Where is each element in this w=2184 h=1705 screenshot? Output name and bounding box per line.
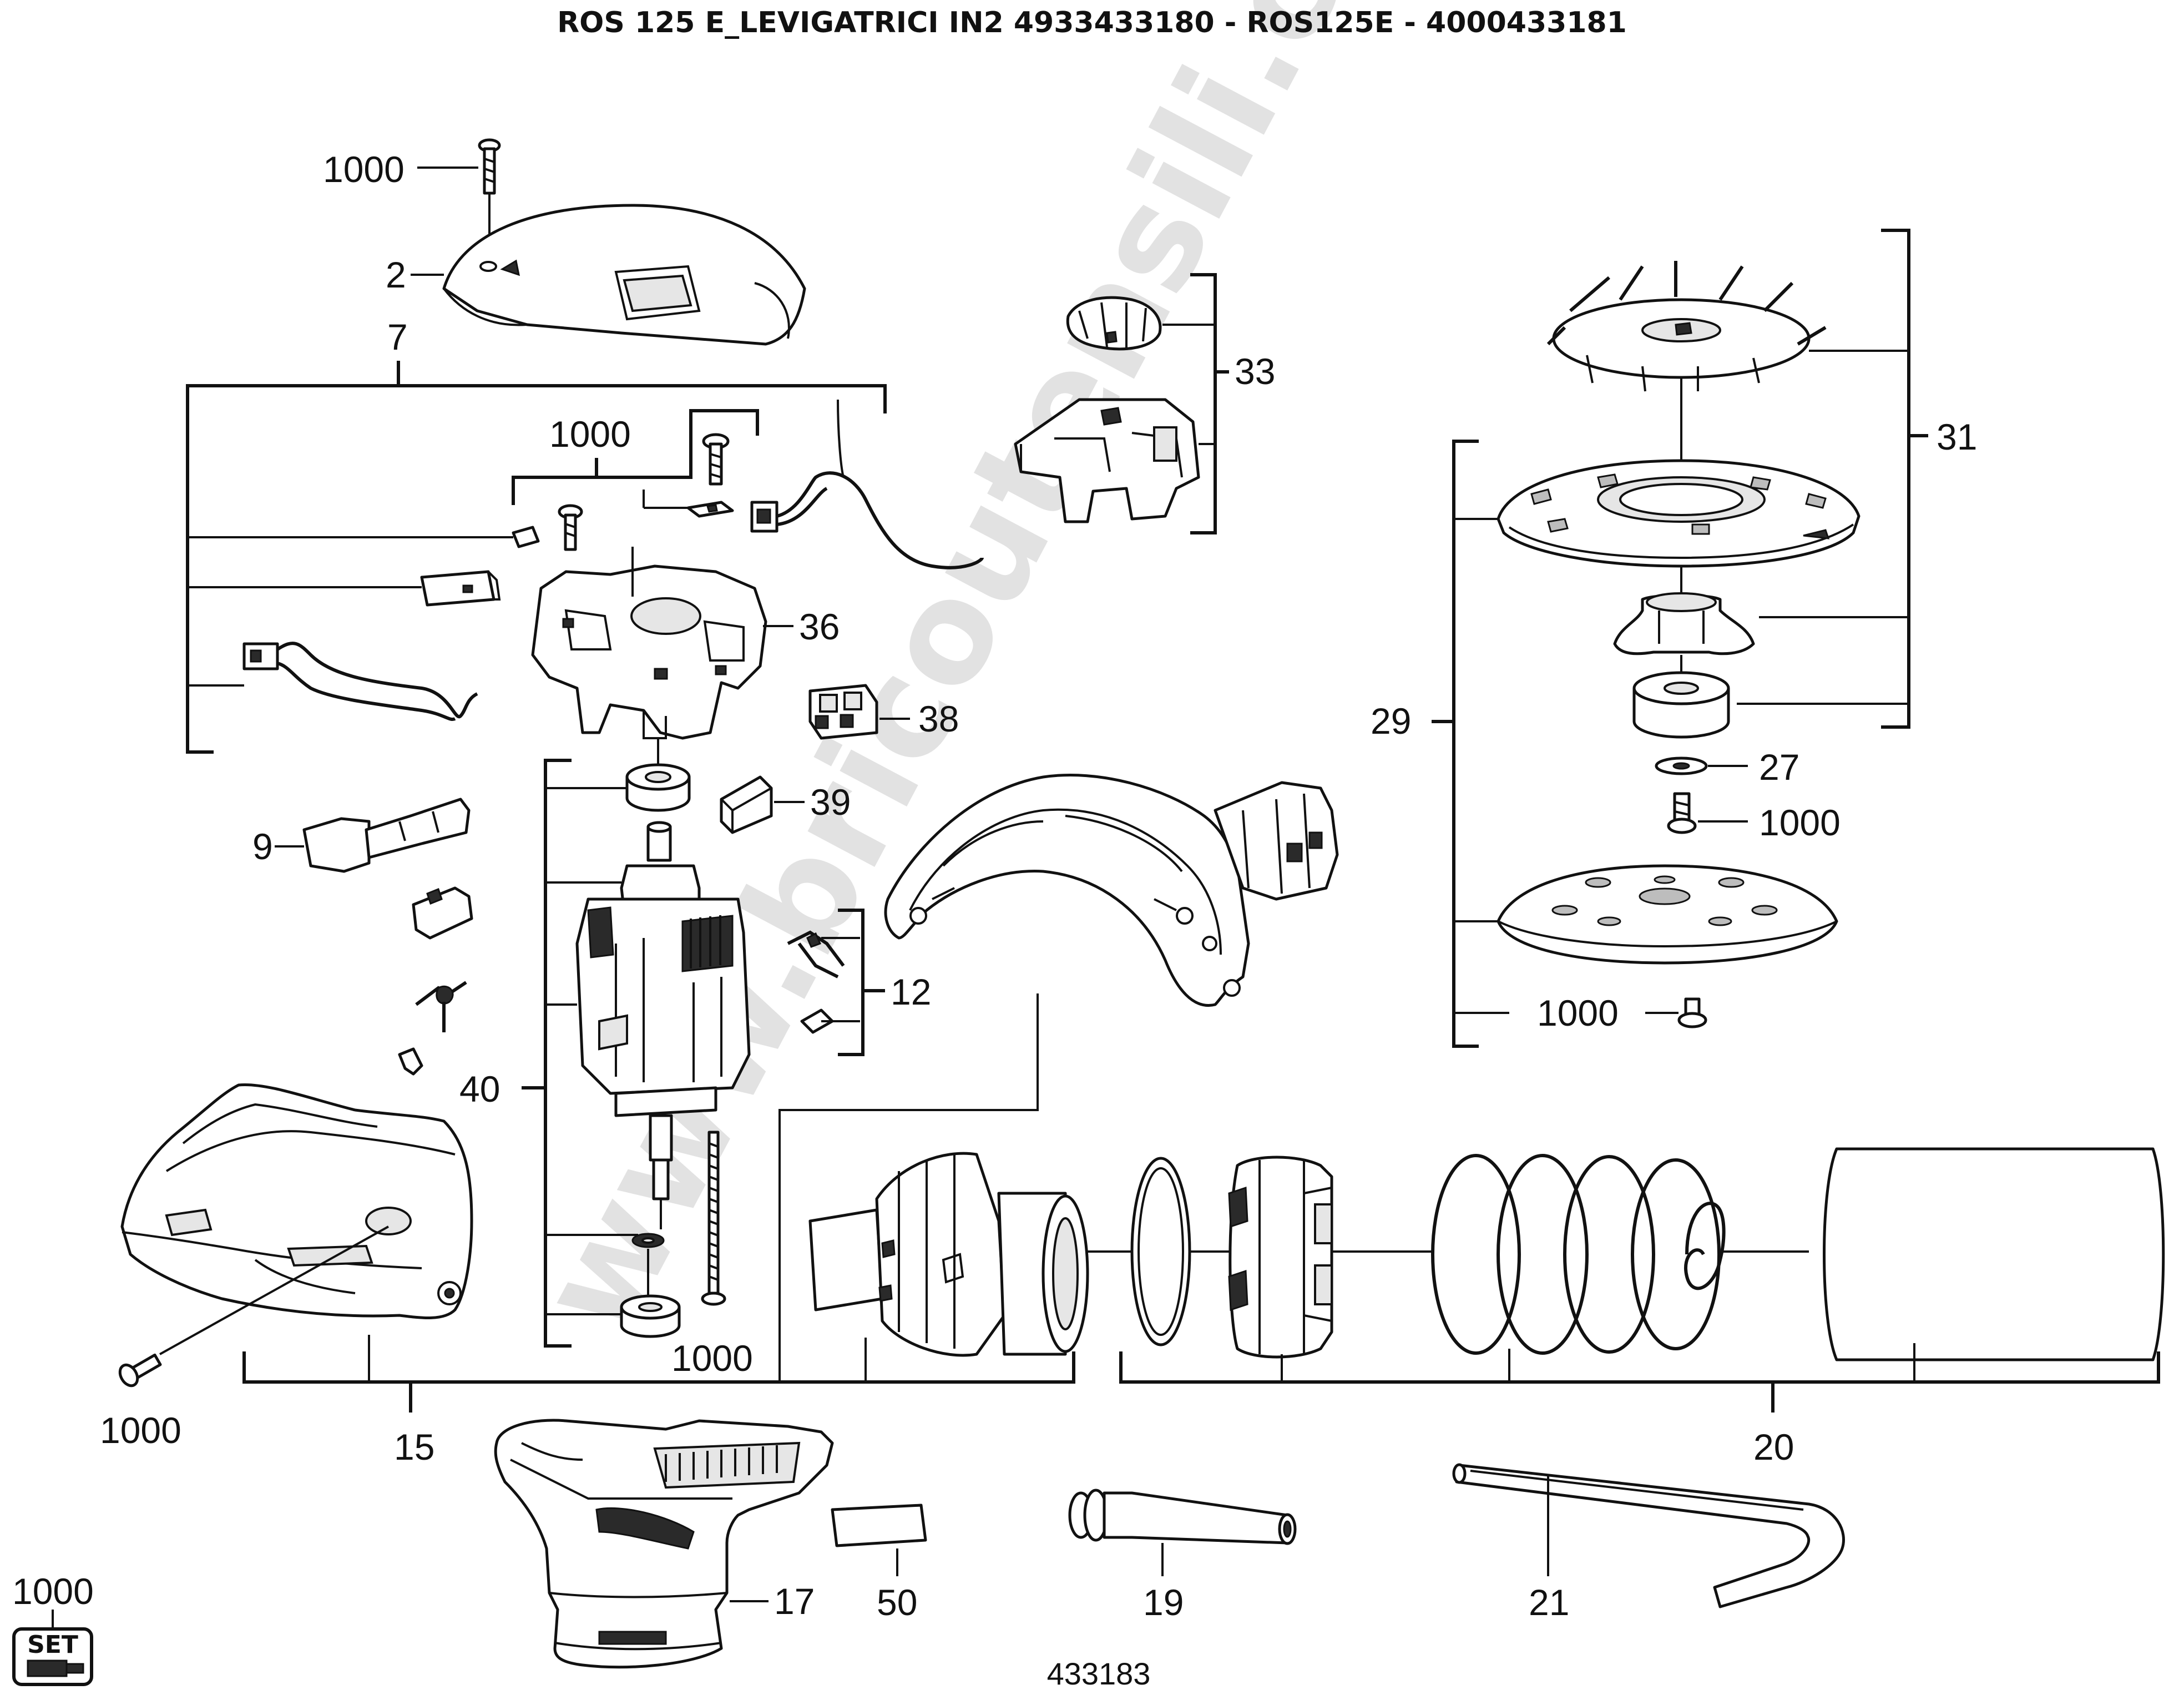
part-filter-collar bbox=[1228, 1156, 1333, 1359]
callout-12: 12 bbox=[891, 971, 931, 1012]
part-bearing-pad bbox=[1632, 671, 1730, 739]
part-bearing-upper bbox=[625, 763, 691, 812]
bracket-31 bbox=[1881, 229, 1910, 729]
document-code: 433183 bbox=[1047, 1656, 1151, 1691]
part-dust-port bbox=[808, 1152, 1089, 1357]
bracket-7 bbox=[186, 384, 887, 754]
part-spring-left bbox=[415, 981, 467, 1032]
part-screw-pad bbox=[1667, 792, 1697, 834]
part-brush-spring-clip bbox=[643, 490, 734, 518]
bracket-12 bbox=[838, 909, 865, 1056]
callout-19: 19 bbox=[1143, 1582, 1184, 1623]
part-screw-front-housing bbox=[118, 1225, 389, 1388]
callout-21: 21 bbox=[1529, 1582, 1569, 1623]
part-brush-39 bbox=[720, 775, 773, 834]
part-wire-lead-left bbox=[188, 642, 478, 721]
part-screw-switch-a bbox=[702, 433, 730, 486]
callout-39: 39 bbox=[810, 781, 851, 823]
part-screw-pad-bottom bbox=[1677, 997, 1707, 1028]
part-bearing-lower bbox=[620, 1294, 681, 1338]
set-badge-label: SET bbox=[27, 1631, 78, 1659]
part-switch-9 bbox=[302, 798, 471, 873]
callout-1000-housing: 1000 bbox=[100, 1410, 181, 1451]
callout-9: 9 bbox=[252, 826, 273, 867]
bracket-1000-brush bbox=[512, 409, 759, 505]
part-adapter-19 bbox=[1068, 1489, 1297, 1545]
part-filter-cartridge bbox=[1823, 1147, 2165, 1361]
part-front-housing bbox=[120, 1083, 473, 1319]
part-hex-key-21 bbox=[1452, 1463, 1845, 1608]
set-badge-number: 1000 bbox=[12, 1571, 94, 1612]
part-small-clip bbox=[188, 526, 540, 548]
part-pad-ring bbox=[1497, 459, 1861, 568]
part-terminal-block bbox=[808, 684, 878, 740]
part-armature bbox=[575, 821, 751, 1229]
part-brush-left bbox=[412, 886, 473, 940]
callout-29: 29 bbox=[1371, 700, 1411, 741]
bracket-33 bbox=[1190, 273, 1217, 534]
callout-38: 38 bbox=[918, 698, 959, 739]
page-title: ROS 125 E_LEVIGATRICI IN2 4933433180 - R… bbox=[557, 6, 1627, 39]
part-speed-board bbox=[1014, 398, 1215, 523]
part-main-housing-17 bbox=[494, 1419, 834, 1669]
part-label-50 bbox=[831, 1504, 927, 1547]
callout-1000-pad-screw: 1000 bbox=[1759, 802, 1841, 843]
part-spring-12 bbox=[787, 930, 860, 978]
callout-15: 15 bbox=[394, 1426, 434, 1467]
callout-36: 36 bbox=[799, 606, 840, 647]
part-washer-27 bbox=[1655, 756, 1708, 775]
callout-7: 7 bbox=[387, 316, 408, 357]
part-screw-switch-b bbox=[558, 504, 583, 551]
part-top-cover bbox=[442, 204, 806, 346]
part-bearing-holder bbox=[1613, 592, 1755, 655]
set-badge: 1000 SET bbox=[12, 1571, 94, 1686]
callout-17: 17 bbox=[774, 1581, 815, 1622]
callout-27: 27 bbox=[1759, 746, 1799, 788]
part-sanding-pad bbox=[1497, 864, 1838, 965]
callout-2: 2 bbox=[386, 254, 406, 295]
callout-50: 50 bbox=[877, 1582, 917, 1623]
callout-40: 40 bbox=[459, 1068, 500, 1109]
bracket-29 bbox=[1452, 440, 1479, 1048]
part-clip-left bbox=[398, 1047, 423, 1076]
part-o-ring bbox=[1130, 1157, 1191, 1346]
callout-33: 33 bbox=[1235, 351, 1275, 392]
part-suppressor bbox=[188, 570, 501, 607]
part-brush-plate bbox=[531, 547, 767, 740]
part-clip-12 bbox=[800, 1008, 860, 1034]
callout-1000-pad-bottom: 1000 bbox=[1537, 992, 1619, 1033]
part-wire-lead-right bbox=[750, 399, 984, 569]
bracket-40 bbox=[544, 759, 572, 1348]
part-long-screw-motor bbox=[701, 1131, 726, 1306]
part-spring-coil bbox=[1431, 1154, 1726, 1355]
part-fan-housing bbox=[884, 774, 1339, 1007]
callout-20: 20 bbox=[1753, 1426, 1794, 1467]
callout-1000-motor: 1000 bbox=[671, 1338, 753, 1379]
bracket-15 bbox=[242, 1351, 1075, 1384]
bracket-20 bbox=[1119, 1351, 2160, 1384]
part-speed-dial bbox=[1066, 296, 1215, 351]
callout-1000-top: 1000 bbox=[323, 149, 405, 190]
part-fan-31 bbox=[1546, 261, 1827, 392]
part-washer-lower bbox=[631, 1233, 665, 1248]
callout-31: 31 bbox=[1937, 416, 1977, 457]
callout-1000-brush: 1000 bbox=[549, 413, 631, 455]
